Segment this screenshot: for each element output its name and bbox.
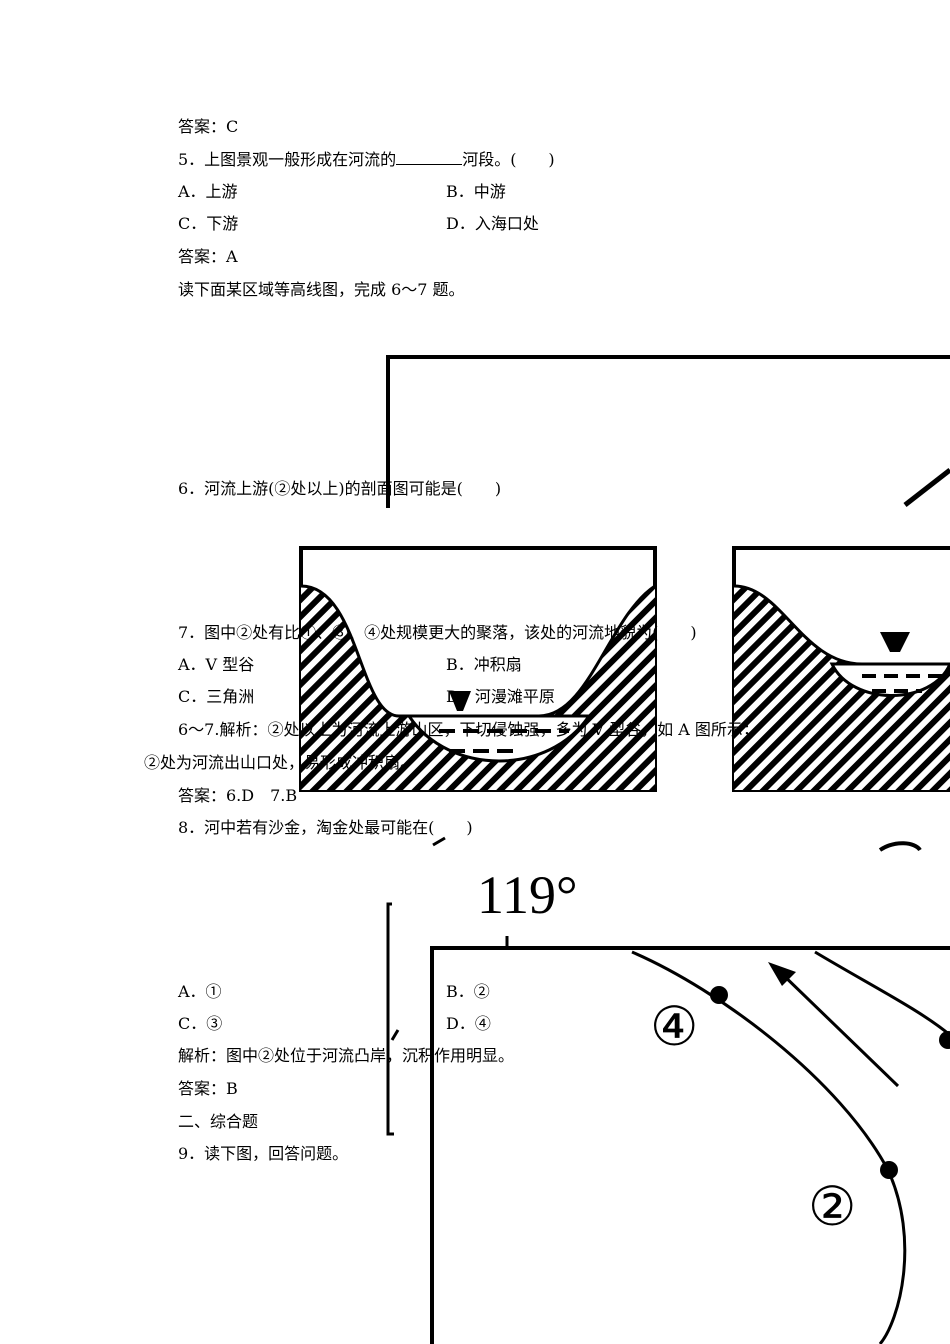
question-5-stem: 5．上图景观一般形成在河流的 [178,150,397,169]
q8-option-c: C．③ [178,1014,223,1033]
q7-option-d: D．河漫滩平原 [446,687,555,706]
question-6: 6．河流上游(②处以上)的剖面图可能是( ) [178,479,502,498]
section-heading-2: 二、综合题 [178,1112,259,1131]
q5-option-d: D．入海口处 [446,214,539,233]
cross-section-b [732,546,950,792]
q7-option-a: A．V 型谷 [178,655,255,674]
explanation-6-7-line1: 6～7.解析：②处以上为河流上游山区，下切侵蚀强，多为 V 型谷，如 A 图所示… [178,720,759,739]
answer-8: 答案：B [178,1079,238,1098]
q5-option-a: A．上游 [178,182,238,201]
answer-6-7: 答案：6.D 7.B [178,786,298,805]
q5-option-c: C．下游 [178,214,239,233]
longitude-label: 119° [477,865,578,925]
answer-5: 答案：A [178,247,238,266]
q7-option-b: B．冲积扇 [446,655,522,674]
answer-4: 答案：C [178,117,239,136]
answer-blank [396,150,463,165]
q7-option-c: C．三角洲 [178,687,255,706]
marker-4: ④ [650,997,699,1057]
explanation-8: 解析：图中②处位于河流凸岸，沉积作用明显。 [178,1046,515,1065]
marker-2: ② [808,1177,857,1237]
q8-option-b: B．② [446,982,490,1001]
question-5-tail: 河段。( ) [462,150,555,169]
question-9: 9．读下图，回答问题。 [178,1144,349,1163]
question-7: 7．图中②处有比①、③、④处规模更大的聚落，该处的河流地貌为( ) [178,623,697,642]
explanation-6-7-line2: ②处为河流出山口处，易形成冲积扇。 [144,753,417,772]
question-5: 5．上图景观一般形成在河流的 河段。( ) [178,150,555,170]
q8-option-d: D．④ [446,1014,491,1033]
q8-option-a: A．① [178,982,222,1001]
intro-6-7: 读下面某区域等高线图，完成 6～7 题。 [178,280,465,299]
cross-section-a [299,546,657,792]
q5-option-b: B．中游 [446,182,506,201]
question-8: 8．河中若有沙金，淘金处最可能在( ) [178,818,473,837]
